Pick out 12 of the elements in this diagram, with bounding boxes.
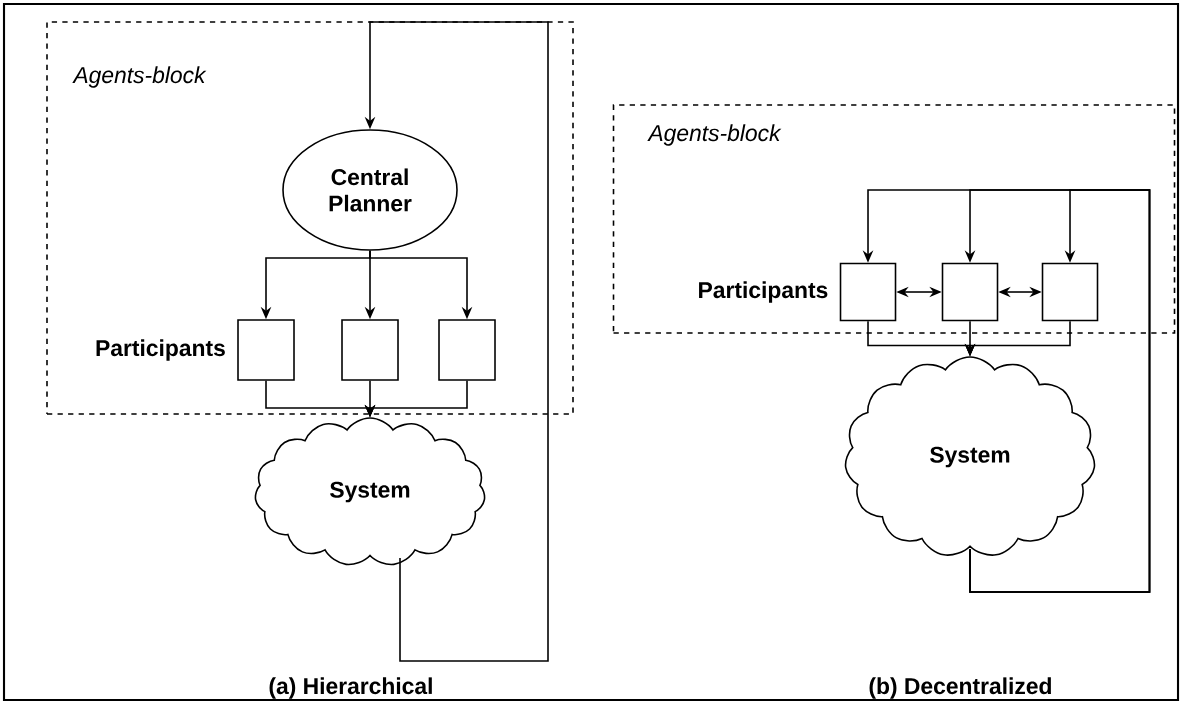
- system-cloud: System: [254, 417, 486, 566]
- participant-box: [438, 319, 496, 381]
- caption: (a) Hierarchical: [269, 677, 432, 699]
- participant-box: [839, 262, 897, 322]
- participant-box: [941, 262, 999, 322]
- caption: (b) Decentralized: [869, 677, 1051, 699]
- participant-box: [237, 319, 295, 381]
- participants-label: Participants: [96, 339, 225, 361]
- system-cloud: System: [844, 356, 1096, 556]
- participant-box: [341, 319, 399, 381]
- participants-label: Participants: [699, 281, 828, 303]
- participant-box: [1041, 262, 1099, 322]
